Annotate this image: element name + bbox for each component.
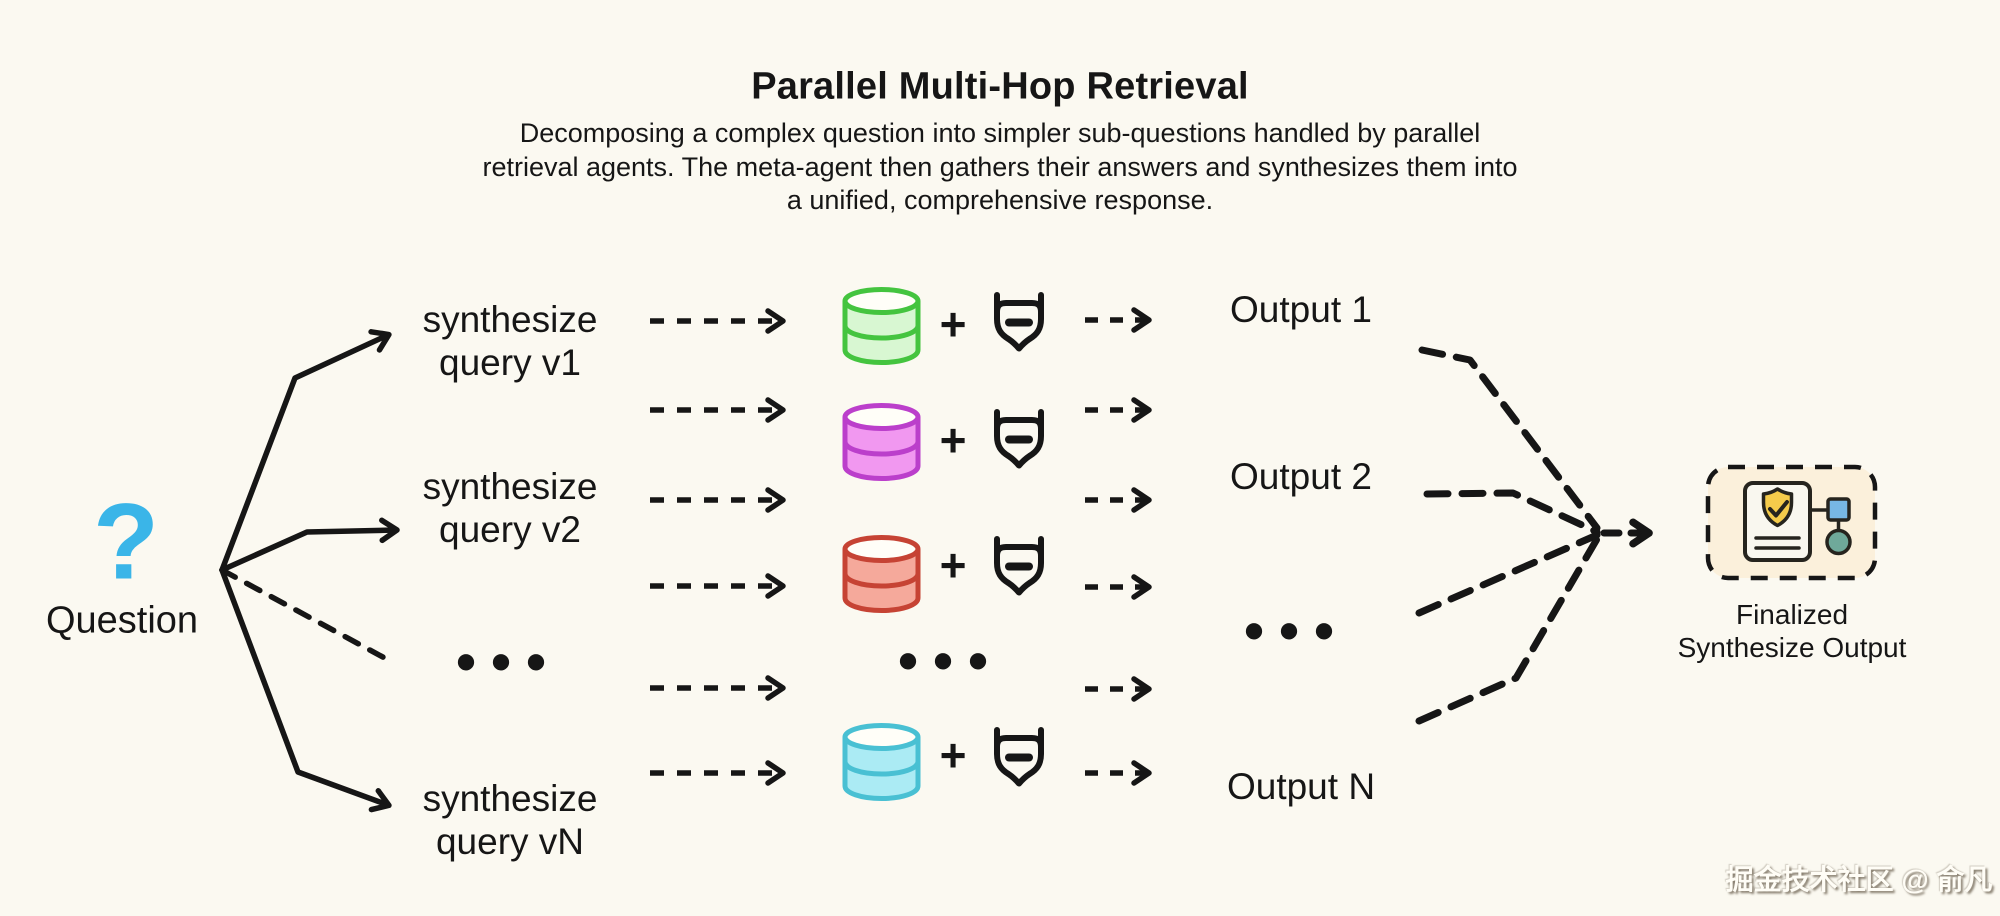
subtitle-line-1: Decomposing a complex question into simp… bbox=[519, 117, 1481, 148]
db-body bbox=[842, 549, 921, 614]
converge-lines bbox=[1415, 346, 1653, 725]
database-icon-red bbox=[842, 535, 921, 614]
query-v2-line1: synthesize bbox=[422, 466, 598, 507]
plus-sign: + bbox=[939, 729, 967, 781]
query-v1-line1: synthesize bbox=[422, 299, 598, 340]
question-label: Question bbox=[45, 599, 199, 642]
query-vN-line2: query vN bbox=[435, 821, 585, 862]
final-output-icon bbox=[1705, 464, 1878, 581]
database-icon-magenta bbox=[842, 403, 921, 482]
plus-sign: + bbox=[939, 539, 967, 591]
bot-head bbox=[994, 417, 1044, 469]
retriever-to-output-arrows bbox=[1085, 307, 1152, 786]
output-1-label: Output 1 bbox=[1230, 289, 1372, 330]
check-icon bbox=[1768, 500, 1789, 518]
converge-line-output1 bbox=[1418, 346, 1601, 532]
final-output-line2: Synthesize Output bbox=[1677, 632, 1907, 663]
fan-arrow-to-query-v1 bbox=[219, 329, 392, 573]
document-text-lines bbox=[1754, 536, 1801, 550]
flowchart-circle bbox=[1825, 528, 1852, 556]
db-body bbox=[842, 417, 921, 482]
db-top bbox=[842, 403, 921, 431]
diagram-title: Parallel Multi-Hop Retrieval bbox=[751, 65, 1249, 108]
db-top bbox=[842, 535, 921, 563]
converge-line-output2 bbox=[1423, 489, 1601, 536]
subtitle-line-3: a unified, comprehensive response. bbox=[786, 184, 1214, 215]
flowchart-square bbox=[1826, 497, 1851, 522]
db-body bbox=[842, 737, 921, 802]
query-v1-label: synthesize query v1 bbox=[423, 298, 598, 384]
converge-line-more bbox=[1415, 531, 1601, 617]
db-band-line bbox=[842, 324, 921, 341]
shield-icon bbox=[1761, 487, 1794, 528]
retriever-more-ellipsis: ••• bbox=[897, 627, 1003, 695]
query-more-ellipsis: ••• bbox=[455, 628, 561, 696]
agent-bot-icon bbox=[994, 727, 1044, 787]
agent-bot-icon bbox=[994, 536, 1044, 596]
query-to-retriever-arrows bbox=[650, 308, 786, 786]
db-band-line bbox=[842, 572, 921, 589]
final-output-label: Finalized Synthesize Output bbox=[1678, 598, 1907, 664]
db-top bbox=[842, 287, 921, 315]
agent-bot-icon bbox=[994, 409, 1044, 469]
bot-head bbox=[994, 735, 1044, 787]
bot-head bbox=[994, 544, 1044, 596]
output-more-ellipsis: ••• bbox=[1243, 597, 1349, 665]
watermark: 掘金技术社区 @ 俞凡 bbox=[1725, 864, 1993, 895]
question-fan-arrows bbox=[219, 329, 400, 813]
bot-head bbox=[994, 300, 1044, 352]
fan-arrow-to-query-v2 bbox=[219, 517, 400, 573]
query-vN-line1: synthesize bbox=[422, 778, 598, 819]
subtitle-line-2: retrieval agents. The meta-agent then ga… bbox=[482, 151, 1518, 182]
output-N-label: Output N bbox=[1226, 766, 1376, 807]
database-icon-cyan bbox=[842, 723, 921, 802]
final-output-line1: Finalized bbox=[1735, 599, 1849, 630]
db-band-line bbox=[842, 440, 921, 457]
fan-dashed-line-to-more bbox=[219, 567, 395, 665]
query-vN-label: synthesize query vN bbox=[423, 777, 598, 863]
database-icon-green bbox=[842, 287, 921, 366]
converge-line-outputN bbox=[1415, 535, 1601, 725]
query-v2-label: synthesize query v2 bbox=[423, 465, 598, 551]
plus-sign: + bbox=[939, 298, 967, 350]
plus-sign: + bbox=[939, 414, 967, 466]
query-v2-line2: query v2 bbox=[439, 509, 581, 550]
db-top bbox=[842, 723, 921, 751]
query-v1-line2: query v1 bbox=[439, 342, 581, 383]
output-2-label: Output 2 bbox=[1230, 456, 1372, 497]
agent-bot-icon bbox=[994, 292, 1044, 352]
db-body bbox=[842, 301, 921, 366]
db-band-line bbox=[842, 760, 921, 777]
fan-arrow-to-query-vN bbox=[219, 567, 392, 813]
diagram-subtitle: Decomposing a complex question into simp… bbox=[482, 117, 1517, 218]
question-mark-icon: ? bbox=[93, 480, 159, 602]
